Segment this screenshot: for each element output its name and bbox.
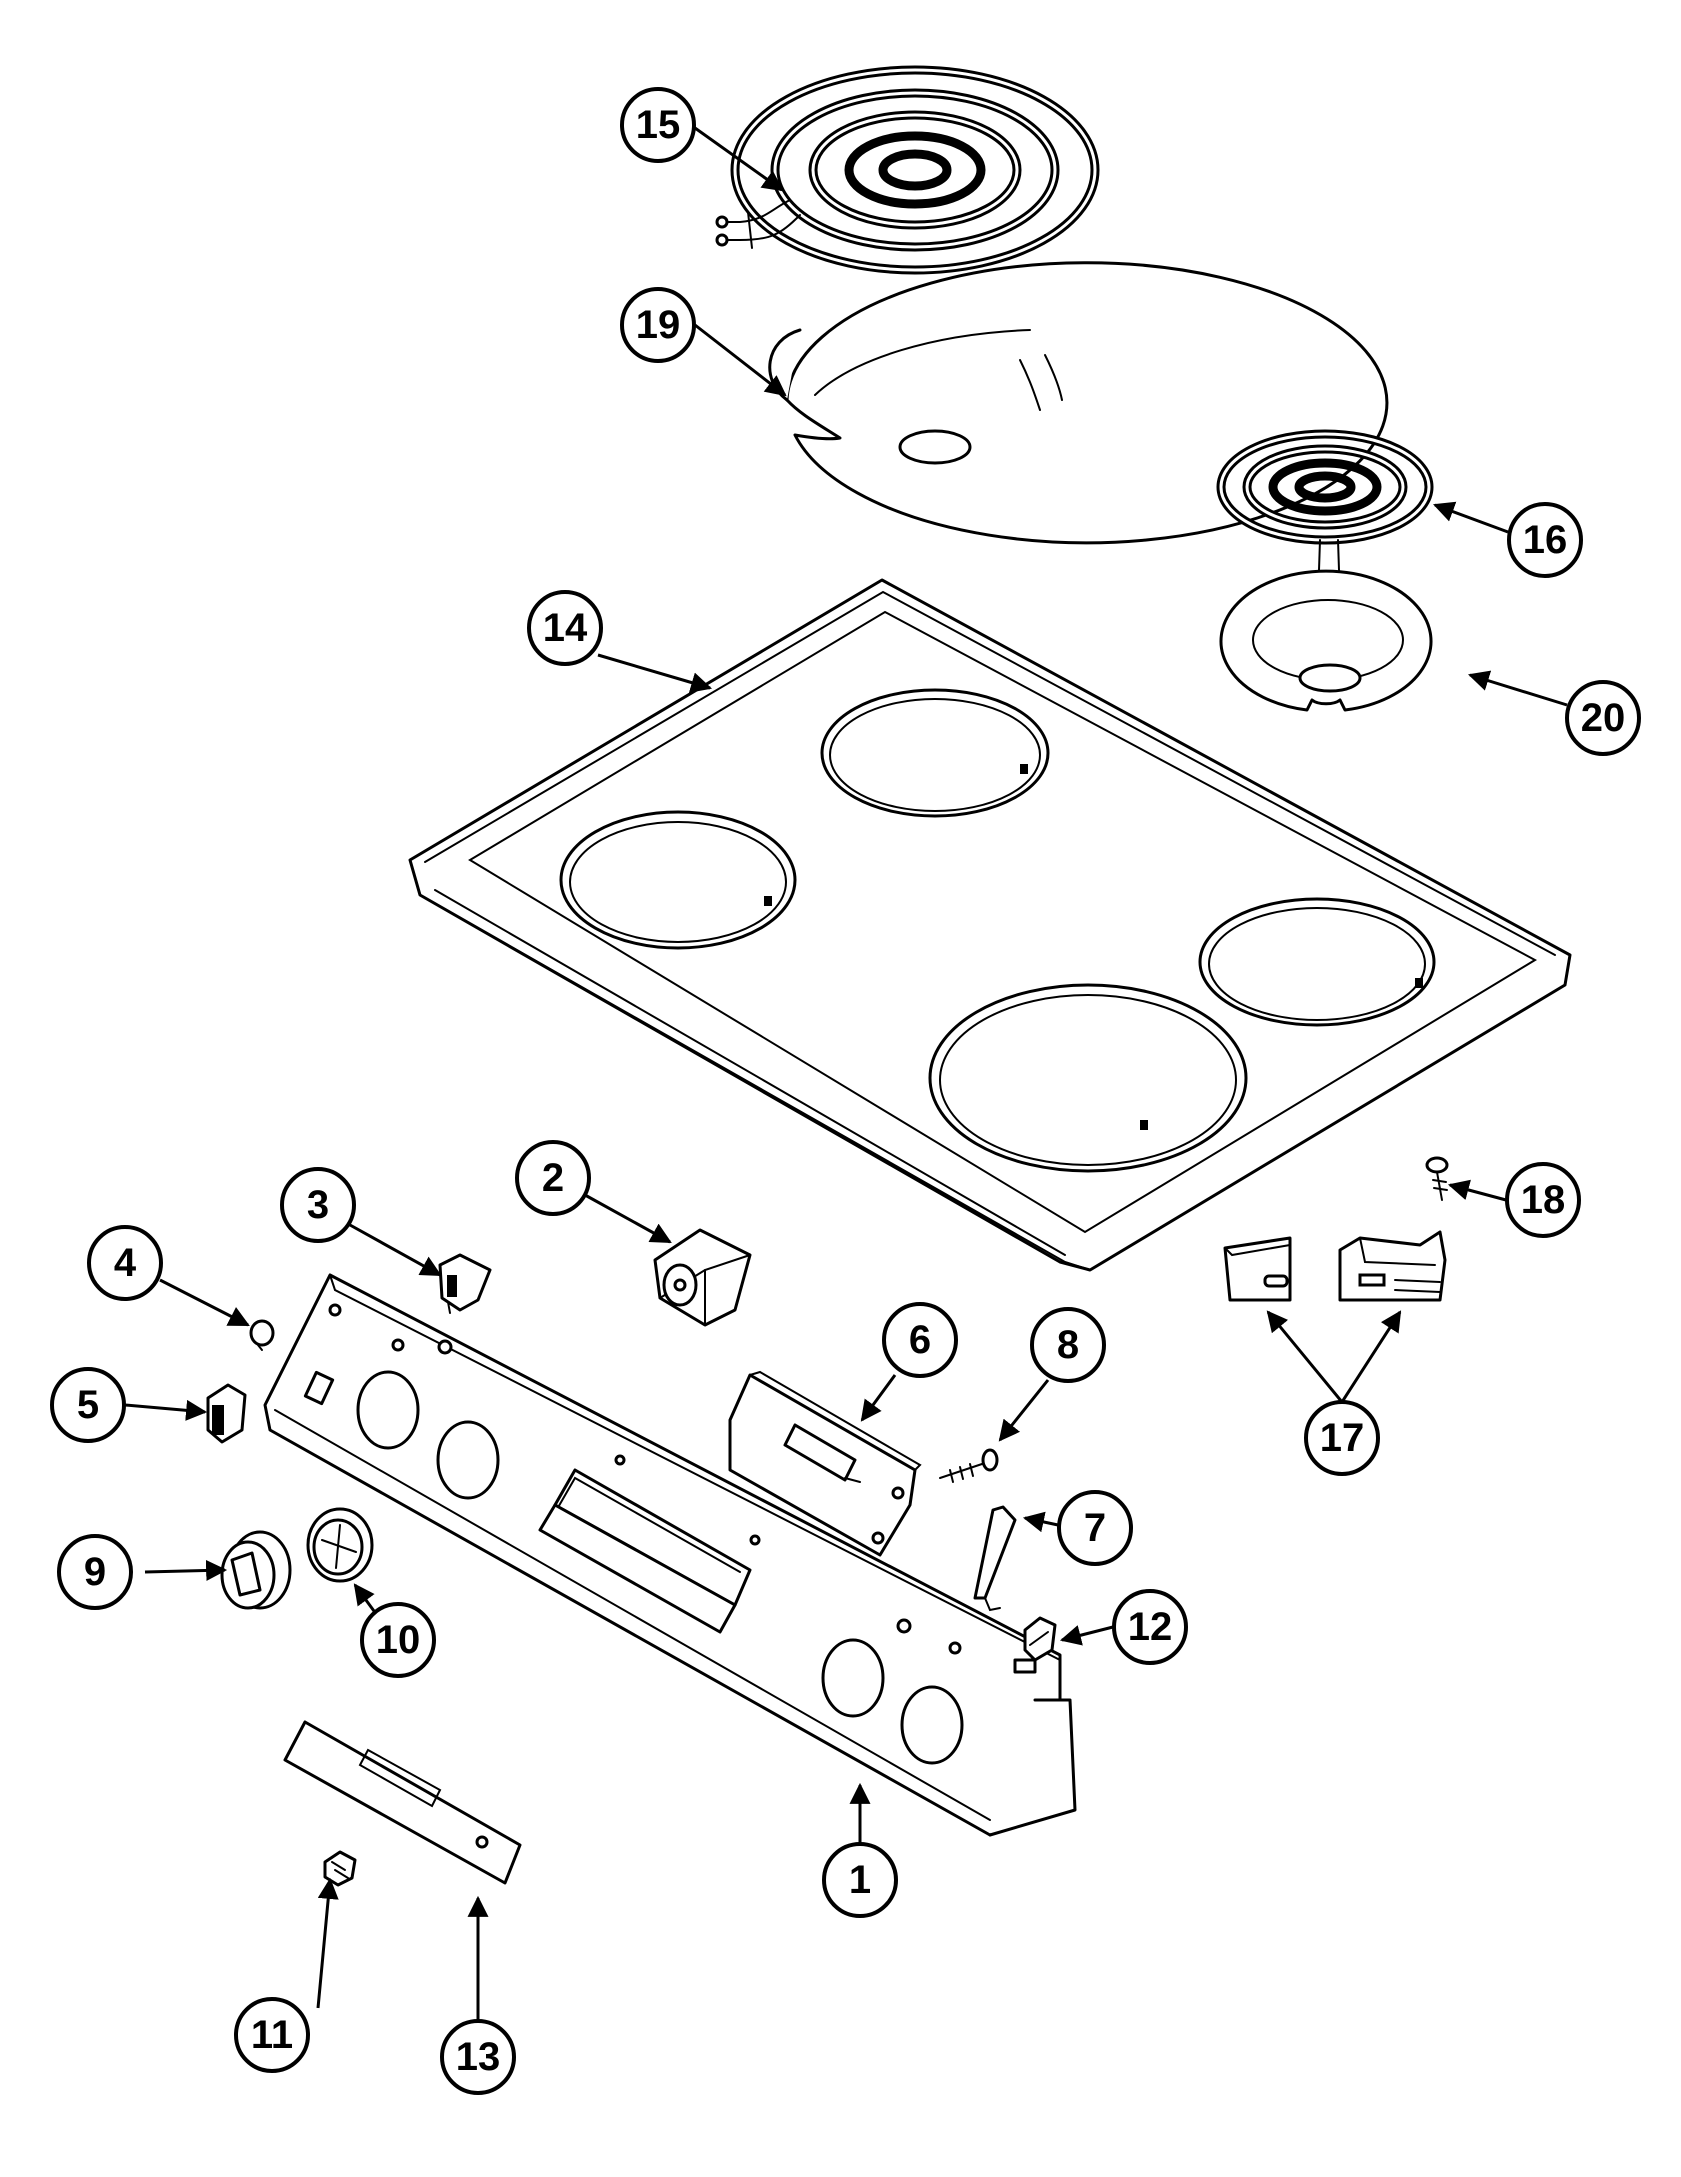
trim-panel [283, 1720, 522, 1885]
screw-part-18 [1425, 1156, 1449, 1201]
callout-9: 9 [57, 1534, 133, 1610]
callout-label: 9 [84, 1550, 106, 1594]
callout-16: 16 [1507, 502, 1583, 578]
callout-15: 15 [620, 87, 696, 163]
callout-label: 13 [456, 2035, 501, 2079]
callout-label: 7 [1084, 1506, 1106, 1550]
callout-label: 11 [251, 2013, 293, 2057]
callout-4: 4 [87, 1225, 163, 1301]
callout-label: 19 [636, 303, 681, 347]
callout-label: 15 [636, 103, 681, 147]
callout-11: 11 [234, 1997, 310, 2073]
callout-12: 12 [1112, 1589, 1188, 1665]
callout-label: 18 [1521, 1178, 1566, 1222]
switch-block [653, 1228, 752, 1327]
knob-bezel [306, 1507, 374, 1583]
cooktop-main-top [408, 578, 1572, 1272]
callout-6: 6 [882, 1302, 958, 1378]
knob-part-11 [323, 1850, 357, 1887]
callout-label: 16 [1523, 518, 1568, 562]
control-knob [220, 1530, 292, 1610]
callout-7: 7 [1057, 1490, 1133, 1566]
surface-element-large [715, 65, 1100, 275]
callout-2: 2 [515, 1140, 591, 1216]
callout-label: 12 [1128, 1605, 1173, 1649]
drip-bowl-small [1219, 569, 1433, 712]
callout-label: 5 [77, 1383, 99, 1427]
bracket-part-7 [973, 1505, 1017, 1612]
callout-label: 20 [1581, 696, 1626, 740]
callouts: 15 19 16 20 14 2 3 4 5 6 8 7 12 9 10 1 1… [50, 87, 1641, 2095]
callout-10: 10 [360, 1602, 436, 1678]
callout-17: 17 [1304, 1400, 1380, 1476]
callout-label: 6 [909, 1318, 931, 1362]
clock-timer-module [728, 1370, 922, 1557]
clip-part-3 [438, 1253, 492, 1314]
callout-19: 19 [620, 287, 696, 363]
callout-8: 8 [1030, 1307, 1106, 1383]
screw-part-8 [939, 1448, 999, 1483]
callout-label: 3 [307, 1183, 329, 1227]
callout-18: 18 [1505, 1162, 1581, 1238]
terminal-block-set [1223, 1230, 1447, 1302]
callout-14: 14 [527, 590, 603, 666]
callout-label: 2 [542, 1156, 564, 1200]
callout-5: 5 [50, 1367, 126, 1443]
callout-label: 1 [849, 1858, 871, 1902]
surface-element-small [1216, 429, 1434, 601]
knob-part-12 [1023, 1616, 1057, 1662]
callout-label: 10 [376, 1618, 421, 1662]
callout-label: 14 [543, 606, 588, 650]
callout-1: 1 [822, 1842, 898, 1918]
callout-13: 13 [440, 2019, 516, 2095]
callout-label: 4 [114, 1241, 137, 1285]
control-panel-backguard [263, 1273, 1077, 1837]
indicator-lamp [249, 1319, 275, 1351]
rocker-switch [206, 1383, 247, 1444]
callout-label: 17 [1320, 1416, 1365, 1460]
drip-bowl-large [768, 261, 1389, 545]
leader-lines [124, 126, 1568, 2022]
callout-label: 8 [1057, 1323, 1079, 1367]
callout-20: 20 [1565, 680, 1641, 756]
callout-3: 3 [280, 1167, 356, 1243]
